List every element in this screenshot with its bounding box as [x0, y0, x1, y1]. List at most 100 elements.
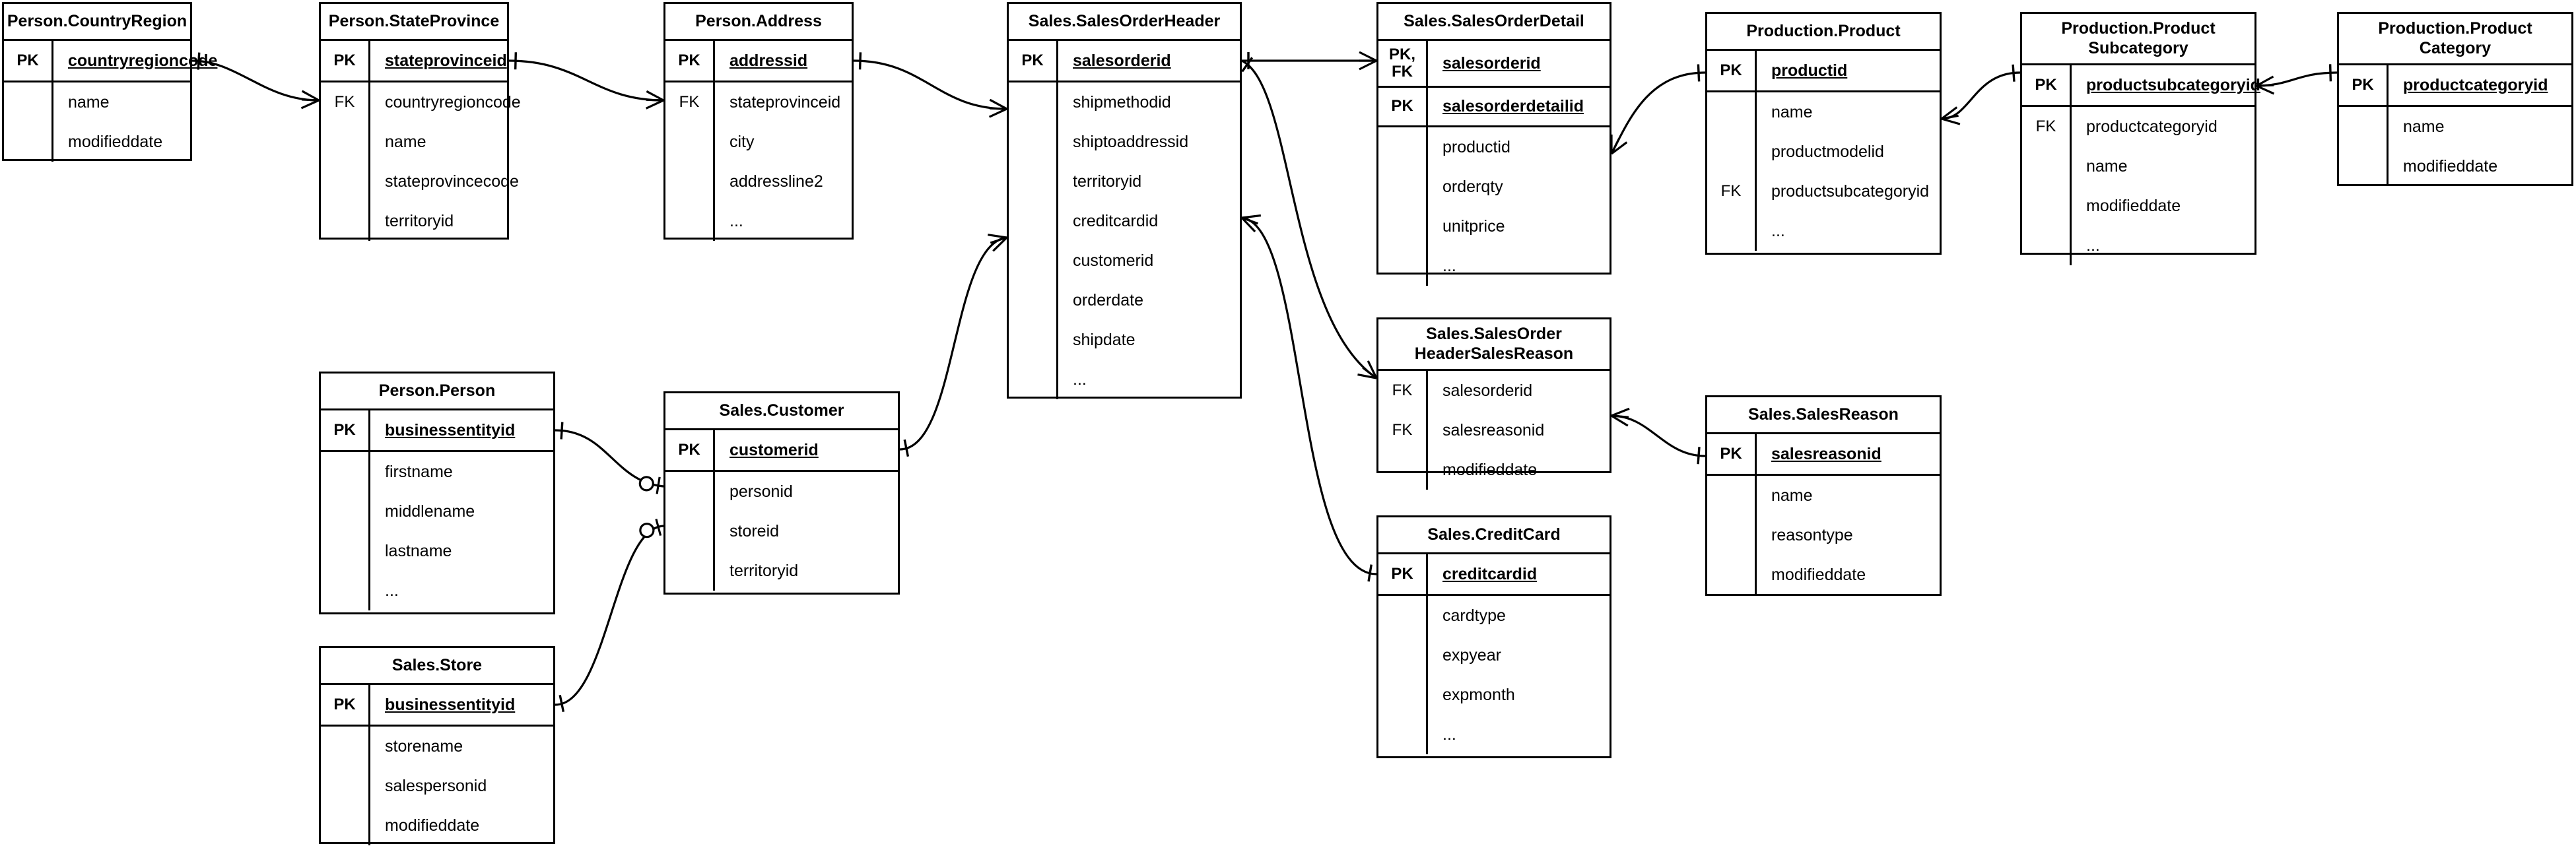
cardinality-many-marker	[1359, 51, 1377, 62]
key-indicator	[1707, 476, 1757, 515]
key-indicator	[665, 472, 715, 511]
attribute-name: stateprovincecode	[385, 172, 519, 191]
attribute-row: city	[665, 122, 852, 162]
entity-title-person: Person.Person	[321, 374, 553, 410]
attribute-row: ...	[1707, 211, 1940, 251]
attribute-name: middlename	[385, 502, 475, 521]
attribute-name: name	[2086, 156, 2128, 176]
attribute-row: shipdate	[1009, 320, 1240, 360]
key-indicator	[665, 122, 715, 162]
relationship-line	[1241, 59, 1377, 379]
key-indicator	[665, 551, 715, 591]
attribute-row: cardtype	[1378, 596, 1610, 635]
attribute-name: name	[2403, 117, 2445, 136]
cardinality-one-marker	[2012, 64, 2016, 82]
key-indicator	[1378, 127, 1428, 167]
attribute-name: firstname	[385, 462, 453, 481]
key-indicator	[1009, 360, 1058, 399]
primary-key-attribute: salesorderid	[1073, 51, 1171, 70]
key-indicator: FK	[1707, 172, 1757, 211]
attribute-row: modifieddate	[1707, 555, 1940, 595]
attribute-row: name	[2339, 107, 2571, 146]
attribute-name: territoryid	[1073, 172, 1142, 191]
attribute-name: modifieddate	[68, 132, 163, 151]
attribute-row: territoryid	[1009, 162, 1240, 201]
cardinality-one-marker	[1241, 57, 1254, 73]
key-indicator: FK	[665, 82, 715, 122]
attribute-row: expmonth	[1378, 675, 1610, 715]
cardinality-many-marker	[1367, 360, 1378, 379]
cardinality-zero-marker	[639, 523, 655, 538]
attribute-name: name	[1771, 102, 1813, 121]
relationship-line	[555, 429, 664, 488]
primary-key-attribute: addressid	[729, 51, 808, 70]
cardinality-many-marker	[301, 90, 320, 102]
key-indicator: PK	[321, 41, 370, 81]
key-indicator	[1707, 92, 1757, 132]
attribute-name: reasontype	[1771, 525, 1853, 544]
attribute-row: productmodelid	[1707, 132, 1940, 172]
attribute-name: productcategoryid	[2086, 117, 2218, 136]
attribute-section: name modifieddate	[2339, 107, 2571, 186]
key-indicator: PK	[665, 41, 715, 81]
key-indicator	[1378, 246, 1428, 286]
cardinality-many-marker	[989, 107, 1007, 110]
cardinality-one-marker	[1367, 564, 1373, 582]
key-indicator: PK,FK	[1378, 41, 1428, 86]
primary-key-attribute: customerid	[729, 440, 819, 459]
key-indicator-line: FK	[1391, 63, 1413, 81]
attribute-name: orderqty	[1442, 177, 1503, 196]
attribute-name: salesreasonid	[1442, 420, 1545, 439]
attribute-row: territoryid	[321, 201, 507, 241]
key-indicator	[1707, 555, 1757, 595]
attribute-name: ...	[385, 581, 399, 600]
key-indicator	[1009, 162, 1058, 201]
attribute-row: name	[321, 122, 507, 162]
cardinality-one-marker	[903, 439, 910, 457]
cardinality-many-marker	[1611, 141, 1628, 155]
attribute-name: name	[385, 132, 426, 151]
attribute-name: countryregioncode	[385, 92, 521, 112]
primary-key-attribute: productcategoryid	[2403, 75, 2548, 94]
rel-stateprovince-address	[508, 52, 664, 110]
rel-salesorderheader-salesorderdetail	[1242, 51, 1377, 71]
attribute-row: customerid	[1009, 241, 1240, 280]
key-indicator	[321, 201, 370, 241]
cardinality-many-marker	[989, 98, 1007, 110]
attribute-row: ...	[1378, 246, 1610, 286]
rel-address-salesorderheader	[853, 52, 1007, 118]
attribute-row: modifieddate	[2339, 146, 2571, 186]
primary-key-attribute: countryregioncode	[68, 51, 218, 70]
